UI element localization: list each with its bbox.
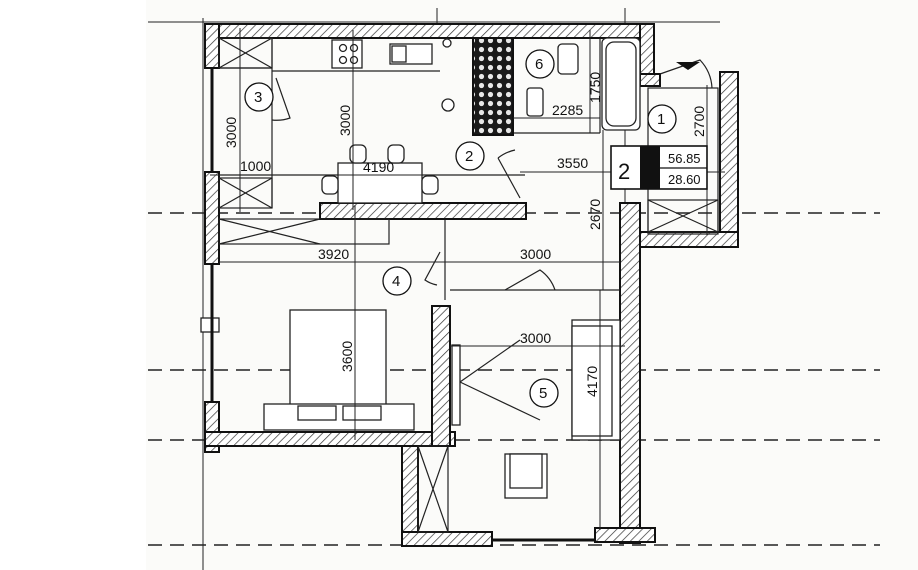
- dim-bedroom-width: 3920: [318, 246, 349, 262]
- room-6-label: 6: [535, 56, 543, 73]
- washbasin-icon: [526, 87, 544, 117]
- bathroom-fixtures: [526, 37, 641, 131]
- living-furniture: [451, 319, 621, 499]
- storage-shelving: [218, 37, 719, 533]
- entrance-arrow-icon: [676, 62, 700, 70]
- dim-corridor-width: 3000: [520, 246, 551, 262]
- dim-bath-height: 1750: [587, 72, 603, 103]
- dim-kitchen-width: 4190: [363, 159, 394, 175]
- room-1-label: 1: [657, 111, 665, 128]
- dim-hall-height: 2670: [587, 199, 603, 230]
- toilet-icon: [557, 43, 579, 75]
- dim-living-width: 3000: [520, 330, 551, 346]
- apartment-info-block: 2 56.85 28.60: [610, 145, 708, 190]
- dim-kitchen-height: 3000: [337, 105, 353, 136]
- dimension-lines: [210, 28, 725, 530]
- room-2-label: 2: [465, 148, 473, 165]
- kitchen-fixtures: [321, 38, 455, 204]
- dining-table: [337, 162, 423, 204]
- total-area: 56.85: [668, 151, 701, 166]
- dim-balcony-height: 2700: [691, 106, 707, 137]
- walls: [200, 23, 739, 547]
- dim-hall-width: 3550: [557, 155, 588, 171]
- rooms-count: 2: [618, 159, 630, 184]
- bedroom-bed: [263, 309, 415, 431]
- stove-icon: [331, 39, 363, 69]
- dim-bedroom-height: 3600: [339, 341, 355, 372]
- room-5-label: 5: [539, 385, 547, 402]
- ventilation-shaft: [472, 37, 514, 136]
- dim-living-height: 4170: [584, 366, 600, 397]
- room-labels: 3 2 6 1 4 5: [244, 49, 677, 408]
- doors: [271, 59, 713, 291]
- dimension-labels: 3000 1000 3000 4190 1750 2285 3550 2700 …: [223, 72, 707, 397]
- dim-storage-width: 1000: [240, 158, 271, 174]
- dim-storage-height: 3000: [223, 117, 239, 148]
- room-4-label: 4: [392, 273, 400, 290]
- dim-bath-width: 2285: [552, 102, 583, 118]
- living-area: 28.60: [668, 172, 701, 187]
- room-3-label: 3: [254, 89, 262, 106]
- wardrobe: [451, 344, 461, 426]
